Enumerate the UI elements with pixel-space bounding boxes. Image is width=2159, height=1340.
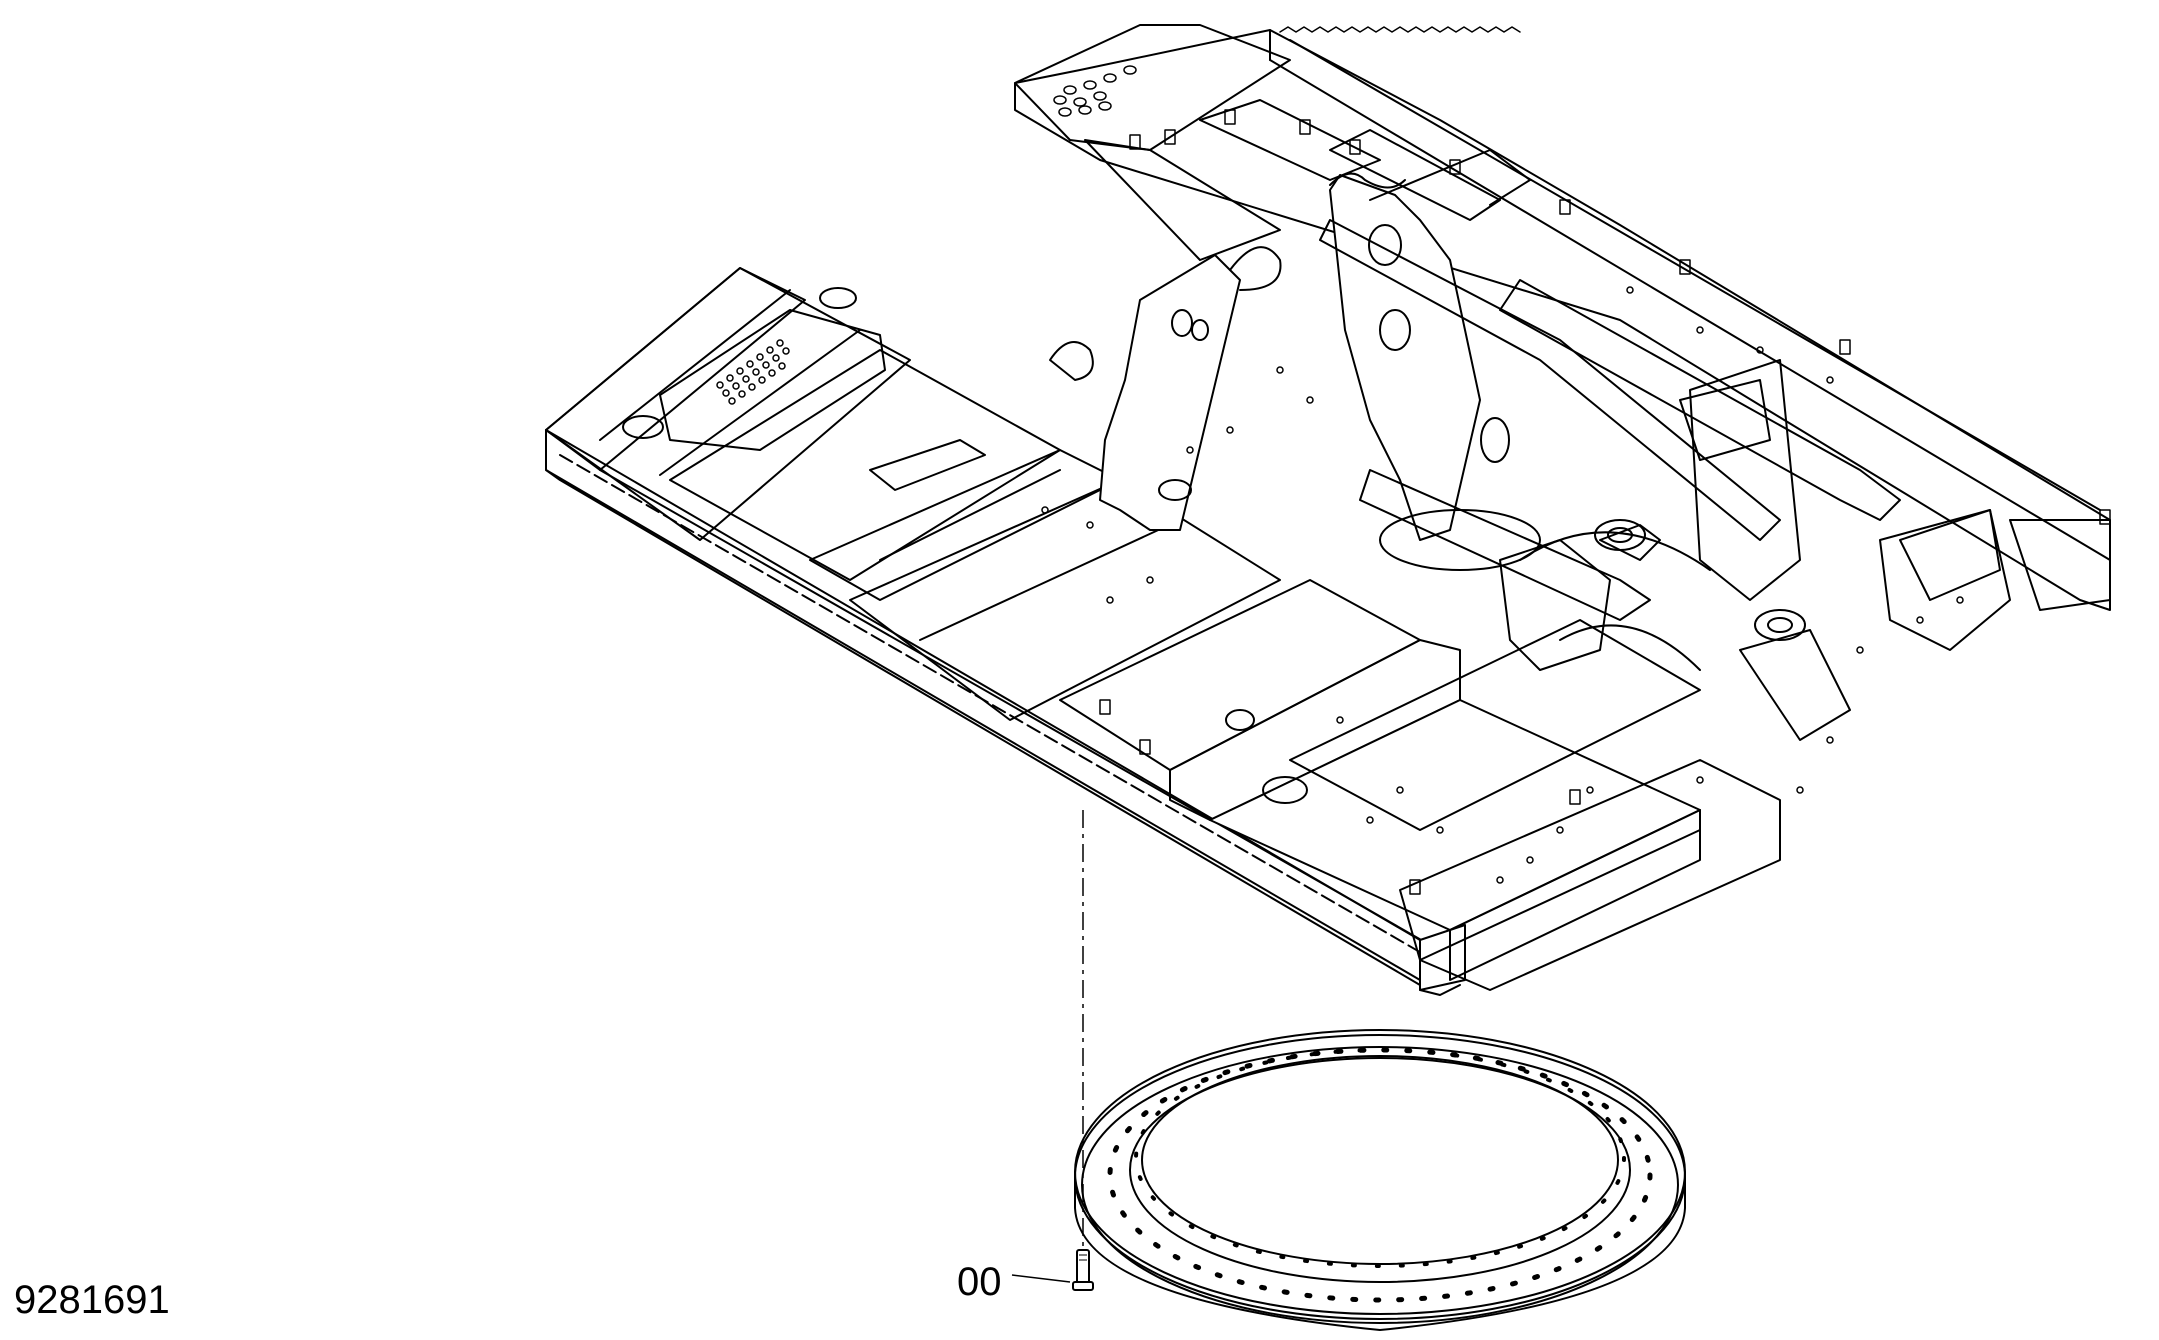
mounting-bolt [1072,1249,1094,1291]
front-plate-holes [1053,65,1137,117]
drawing-number: 9281691 [14,1278,170,1322]
boom-bracket-left [1099,254,1241,531]
hole-grid [716,339,790,405]
callout-label-bolt: 00 [957,1260,1002,1304]
rail-teeth [1279,26,1521,33]
swing-bearing-ring [1074,1029,1686,1332]
callout-leader [1011,1274,1071,1283]
upper-frame [545,24,2111,996]
left-rail-top-face [545,267,911,541]
left-rear-box [659,309,886,451]
center-ring-opening [1379,509,1541,571]
